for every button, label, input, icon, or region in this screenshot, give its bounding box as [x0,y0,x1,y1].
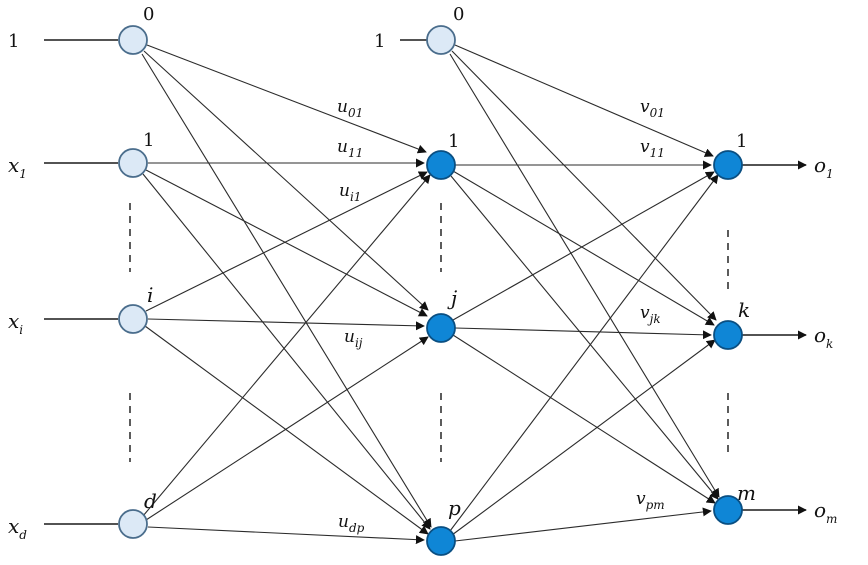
edge [454,507,712,542]
weight-ui1: ui1 [339,181,361,204]
edge [449,174,719,532]
edge [142,174,431,517]
output-index-1: 1 [736,131,747,152]
edge [450,175,719,500]
input-node-1 [118,148,148,178]
input-index-0: 0 [143,4,154,25]
weight-vjk: vjk [640,303,661,326]
weight-uij: uij [344,327,363,350]
hidden-node-j [426,313,456,343]
input-labels: 1 x1 xi xd [8,31,27,542]
edge [145,171,428,312]
output-index-m: m [737,481,756,505]
weight-labels: u01 u11 ui1 uij udp v01 v11 vjk vpm [337,97,665,535]
hidden-node-bias [426,25,456,55]
edge [452,170,715,326]
output-nodes [713,150,743,525]
ellipsis-dashes [129,203,729,462]
hidden-to-output-edges [449,44,720,542]
hidden-index-p: p [448,496,461,520]
weight-u11: u11 [337,137,363,160]
edge [142,173,431,530]
edge [449,53,720,498]
weight-u01: u01 [337,97,363,120]
output-node-m [713,495,743,525]
weight-v11: v11 [640,137,665,160]
hidden-index-j: j [447,286,457,310]
output-node-k [713,320,743,350]
weight-udp: udp [338,512,365,535]
output-label-om: om [814,498,837,526]
edge [146,44,427,154]
input-to-hidden-edges [141,44,432,545]
edge [452,334,716,504]
input-nodes [118,25,148,539]
edge [451,339,716,536]
input-index-1: 1 [143,130,154,151]
weight-v01: v01 [640,97,665,120]
output-label-o1: o1 [814,153,834,181]
node-index-labels: 0 1 i d 1 0 1 j p 1 k m [143,4,756,520]
input-label-xi: xi [8,309,23,337]
edge [145,336,429,521]
output-labels: o1 ok om [814,153,837,526]
input-node-bias [118,25,148,55]
edge [141,53,432,528]
hidden-index-0: 0 [453,4,464,25]
input-label-xd: xd [8,514,27,542]
edge [451,50,717,321]
hidden-node-1 [426,150,456,180]
input-label-x1: x1 [8,153,27,181]
hidden-bias-input-label: 1 [374,31,385,52]
weight-vpm: vpm [636,489,665,512]
hidden-index-1: 1 [448,131,459,152]
input-label-bias: 1 [8,31,19,52]
input-lines [44,39,428,525]
input-index-i: i [147,283,153,307]
edge [454,327,712,340]
output-arrows [742,160,807,515]
edge [147,526,425,545]
edge [454,44,714,157]
output-node-1 [713,150,743,180]
output-index-k: k [738,298,750,322]
hidden-node-p [426,526,456,556]
edge [147,318,425,331]
edge [145,169,428,317]
edge [143,50,429,311]
edge [452,171,715,321]
edge [144,325,429,535]
input-index-d: d [144,489,157,513]
output-label-ok: ok [814,323,833,351]
hidden-nodes [426,25,456,556]
input-node-d [118,509,148,539]
input-node-i [118,304,148,334]
